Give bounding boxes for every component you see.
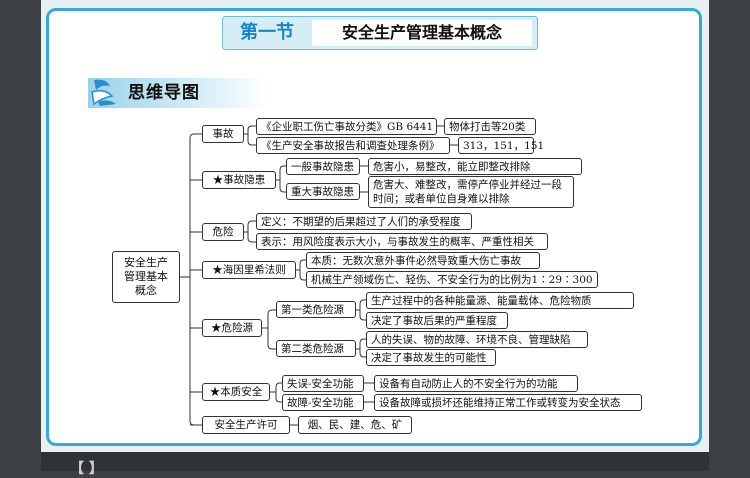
node-hazard-major-leaf: 危害大、难整改，需停产停业并经过一段时间；或者单位自身难以排除 xyxy=(368,176,574,208)
node-heinrich-ratio: 机械生产领域伤亡、轻伤、不安全行为的比例为1∶29∶300 xyxy=(306,271,598,288)
node-accident-classification: 《企业职工伤亡事故分类》GB 6441 xyxy=(256,118,437,135)
mindmap-heading: 思维导图 xyxy=(128,83,200,103)
node-accident-regulation: 《生产安全事故报告和调查处理条例》 xyxy=(256,137,450,154)
node-heinrich-essence: 本质：无数次意外事件必然导致重大伤亡事故 xyxy=(306,252,540,269)
node-hazard: ★事故隐患 xyxy=(202,171,276,189)
node-accident-regulation-leaf: 313，151，151 xyxy=(458,137,544,154)
node-accident-classification-leaf: 物体打击等20类 xyxy=(444,118,536,135)
node-license: 安全生产许可 xyxy=(202,416,290,434)
node-accident: 事故 xyxy=(202,125,244,143)
next-section-strip xyxy=(41,452,709,471)
node-fool-proof: 失误-安全功能 xyxy=(282,375,364,392)
node-source-type1: 第一类危险源 xyxy=(276,301,356,318)
node-heinrich: ★海因里希法则 xyxy=(202,261,296,279)
section-number: 第一节 xyxy=(240,22,294,43)
node-source-type1-severity: 决定了事故后果的严重程度 xyxy=(366,312,508,329)
node-source-type2: 第二类危险源 xyxy=(276,340,356,357)
node-danger: 危险 xyxy=(202,223,244,241)
node-source-type2-factors: 人的失误、物的故障、环境不良、管理缺陷 xyxy=(366,331,588,348)
node-source-type1-energy: 生产过程中的各种能量源、能量载体、危险物质 xyxy=(366,292,634,309)
mindmap-root: 安全生产管理基本概念 xyxy=(112,251,180,303)
node-fool-proof-leaf: 设备有自动防止人的不安全行为的功能 xyxy=(374,375,578,392)
node-danger-expression: 表示：用风险度表示大小，与事故发生的概率、严重性相关 xyxy=(256,233,548,250)
node-license-leaf: 烟、民、建、危、矿 xyxy=(298,416,412,434)
mindmap-logo-icon xyxy=(91,79,116,106)
mindmap-heading-banner xyxy=(88,78,268,108)
node-source-type2-likelihood: 决定了事故发生的可能性 xyxy=(366,349,496,366)
node-hazard-general: 一般事故隐患 xyxy=(286,158,360,175)
section-title: 安全生产管理基本概念 xyxy=(312,20,532,46)
node-intrinsic-safety: ★本质安全 xyxy=(202,383,270,401)
node-danger-definition: 定义：不期望的后果超过了人们的承受程度 xyxy=(256,213,472,230)
node-fail-safe-leaf: 设备故障或损坏还能维持正常工作或转变为安全状态 xyxy=(374,394,642,411)
node-hazard-major: 重大事故隐患 xyxy=(286,183,360,200)
node-fail-safe: 故障-安全功能 xyxy=(282,394,364,411)
next-section-fragment: 【 】 xyxy=(70,461,103,477)
node-hazard-source: ★危险源 xyxy=(202,319,262,337)
node-hazard-general-leaf: 危害小，易整改，能立即整改排除 xyxy=(368,158,582,175)
